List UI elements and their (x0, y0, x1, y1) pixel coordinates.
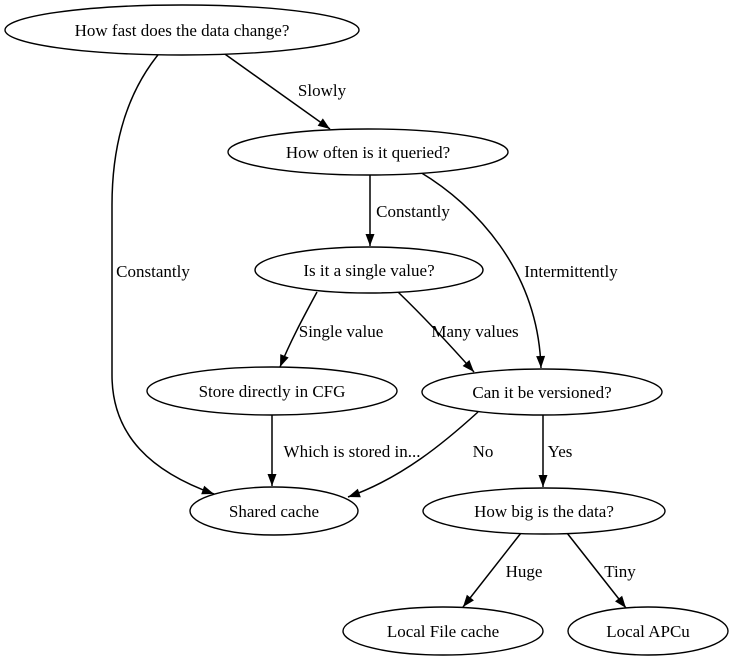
node-label: How big is the data? (474, 502, 614, 521)
node-label: How often is it queried? (286, 143, 450, 162)
node-label: Shared cache (229, 502, 319, 521)
node-ellipse (227, 128, 509, 176)
node-label: Is it a single value? (303, 261, 434, 280)
node-can-it-be-versioned: Can it be versioned? (421, 368, 663, 416)
edge-label-intermittently: Intermittently (524, 262, 618, 281)
node-ellipse (422, 487, 666, 535)
edge-label-huge: Huge (506, 562, 543, 581)
edge-label-layer: Slowly Constantly Constantly Intermitten… (116, 81, 636, 581)
edge-label-slowly: Slowly (298, 81, 347, 100)
edge-huge (462, 532, 522, 608)
edge-label-which-is-stored-in: Which is stored in... (284, 442, 421, 461)
node-ellipse (421, 368, 663, 416)
node-how-big-is-data: How big is the data? (422, 487, 666, 535)
node-ellipse (146, 366, 398, 416)
edge-constantly-to-shared-cache (111, 49, 215, 495)
node-local-file-cache: Local File cache (342, 606, 544, 656)
node-ellipse (189, 486, 359, 536)
edge-layer (111, 49, 627, 609)
node-is-single-value: Is it a single value? (254, 246, 484, 294)
node-how-often-queried: How often is it queried? (227, 128, 509, 176)
edge-label-tiny: Tiny (604, 562, 636, 581)
node-label: Store directly in CFG (199, 382, 346, 401)
node-ellipse (4, 4, 360, 56)
edge-tiny (566, 532, 627, 609)
node-shared-cache: Shared cache (189, 486, 359, 536)
edge-single-value (279, 291, 318, 368)
node-store-directly-in-cfg: Store directly in CFG (146, 366, 398, 416)
edge-many-values (397, 291, 475, 373)
edge-label-single-value: Single value (299, 322, 384, 341)
edge-label-constantly-left: Constantly (116, 262, 190, 281)
edge-label-no: No (473, 442, 494, 461)
node-label: How fast does the data change? (75, 21, 290, 40)
node-ellipse (567, 606, 729, 656)
node-ellipse (254, 246, 484, 294)
node-label: Local APCu (606, 622, 690, 641)
edge-label-yes: Yes (548, 442, 573, 461)
node-label: Local File cache (387, 622, 499, 641)
edge-no (347, 411, 479, 498)
node-local-apcu: Local APCu (567, 606, 729, 656)
node-ellipse (342, 606, 544, 656)
edge-intermittently (419, 171, 546, 369)
edge-label-constantly-mid: Constantly (376, 202, 450, 221)
edge-slowly (221, 51, 331, 130)
node-layer: How fast does the data change? How often… (4, 4, 729, 656)
node-label: Can it be versioned? (472, 383, 611, 402)
node-how-fast-does-data-change: How fast does the data change? (4, 4, 360, 56)
edge-label-many-values: Many values (431, 322, 518, 341)
